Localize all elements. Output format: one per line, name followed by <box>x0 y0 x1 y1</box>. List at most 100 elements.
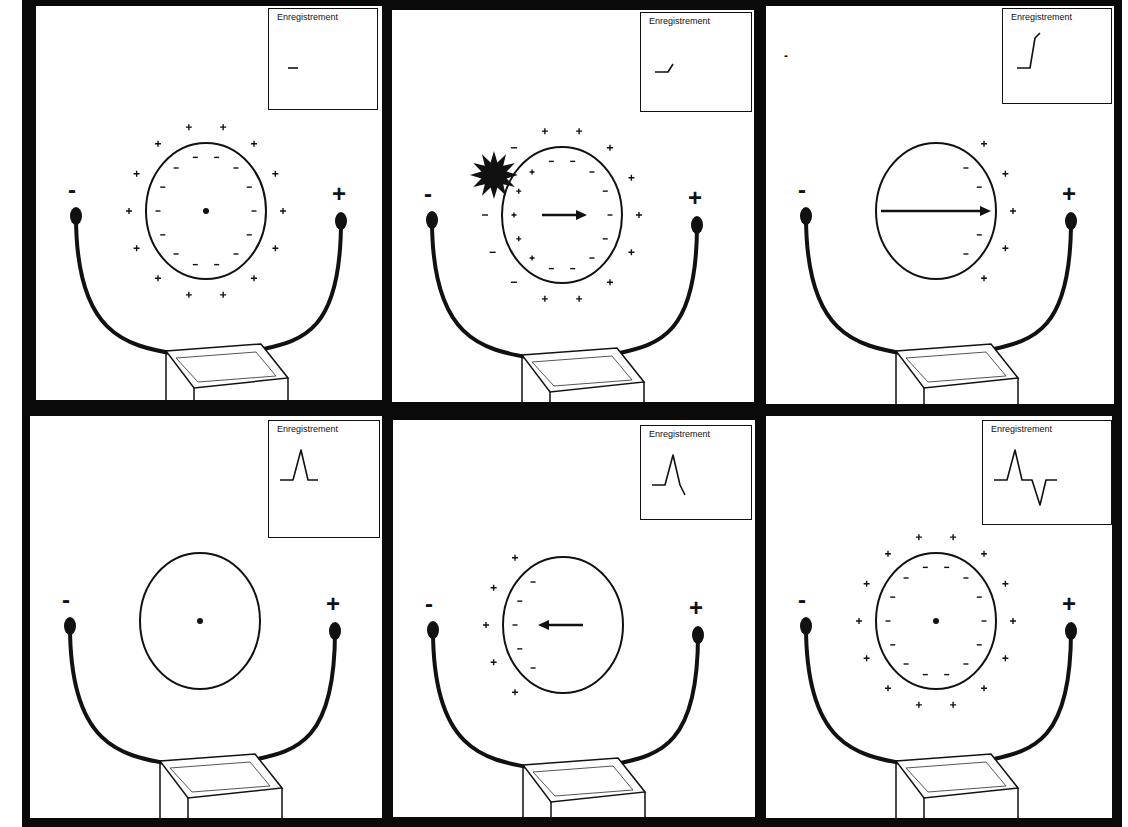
positive-charge <box>576 128 582 134</box>
electrode-sign: + <box>688 186 702 210</box>
negative-charge <box>156 210 161 211</box>
negative-charge <box>570 268 575 269</box>
negative-charge <box>963 253 968 254</box>
positive-charge <box>885 685 891 691</box>
positive-charge <box>628 249 634 255</box>
recorder <box>522 348 644 392</box>
recording-box: Enregistrement <box>1002 8 1112 104</box>
negative-charge <box>570 161 575 162</box>
box-title: Enregistrement <box>269 9 377 22</box>
electrode <box>691 216 703 234</box>
negative-charge <box>531 581 536 582</box>
negative-charge <box>174 167 179 168</box>
wire <box>981 221 1071 352</box>
negative-charge <box>160 186 165 187</box>
wire <box>608 635 698 766</box>
positive-charge <box>186 292 192 298</box>
recorder-screen <box>176 352 276 382</box>
negative-charge <box>193 264 198 265</box>
negative-charge <box>963 663 968 664</box>
box-title: Enregistrement <box>983 421 1111 434</box>
cell <box>146 143 266 279</box>
positive-charge <box>981 551 987 557</box>
cell <box>140 553 260 689</box>
box-title: Enregistrement <box>641 13 751 26</box>
negative-charge <box>886 620 891 621</box>
positive-charge <box>186 124 192 130</box>
stimulus-burst <box>470 151 518 199</box>
vector-arrow <box>881 210 983 213</box>
trace-group <box>652 455 685 495</box>
positive-charge <box>950 534 956 540</box>
cell-center <box>933 618 939 624</box>
trace-group <box>655 64 673 72</box>
recording-trace <box>655 64 673 72</box>
negative-charge <box>252 210 257 211</box>
electrode-sign: + <box>689 596 703 620</box>
positive-charge <box>916 702 922 708</box>
positive-charge <box>134 171 140 177</box>
wire <box>607 225 697 356</box>
negative-charge <box>890 596 895 597</box>
positive-charge <box>1010 618 1016 624</box>
recorder-screen <box>906 352 1006 382</box>
electrode-sign: + <box>1062 182 1076 206</box>
negative-charge <box>511 282 517 283</box>
negative-charge <box>944 674 949 675</box>
arrowhead <box>980 206 991 216</box>
cell-center <box>197 618 203 624</box>
negative-charge <box>890 644 895 645</box>
electrode-sign: - <box>68 178 76 202</box>
cell <box>876 143 996 279</box>
positive-charge <box>856 618 862 624</box>
cell <box>876 553 996 689</box>
positive-charge <box>272 245 278 251</box>
recorder-screen <box>170 762 270 792</box>
electrode <box>426 211 438 229</box>
negative-charge <box>247 186 252 187</box>
positive-charge <box>981 141 987 147</box>
recorder <box>523 758 645 802</box>
recorder-body <box>896 761 1018 818</box>
recorder-body <box>160 761 282 818</box>
box-title: Enregistrement <box>1003 9 1111 22</box>
electrode-sign: - <box>424 182 432 206</box>
positive-charge <box>1002 581 1008 587</box>
positive-charge <box>864 581 870 587</box>
panel <box>766 6 1114 404</box>
electrode <box>800 207 812 225</box>
negative-charge <box>963 167 968 168</box>
negative-charge <box>589 171 594 172</box>
cell <box>503 557 623 693</box>
negative-charge <box>517 648 522 649</box>
positive-charge <box>628 175 634 181</box>
positive-charge <box>950 702 956 708</box>
negative-charge <box>517 600 522 601</box>
positive-charge <box>512 689 518 695</box>
electrode <box>64 617 76 635</box>
recording-trace <box>288 67 298 69</box>
positive-charge <box>220 124 226 130</box>
recording-trace <box>280 450 318 480</box>
positive-charge <box>512 555 518 561</box>
arrowhead <box>576 210 587 220</box>
electrode-sign: - <box>784 50 788 62</box>
electrode-sign: - <box>62 588 70 612</box>
negative-charge <box>193 157 198 158</box>
negative-charge <box>904 577 909 578</box>
box-title: Enregistrement <box>269 421 379 434</box>
recorder-body <box>522 355 644 402</box>
positive-charge <box>251 141 257 147</box>
recorder <box>896 344 1018 388</box>
positive-charge <box>251 275 257 281</box>
positive-charge <box>636 212 642 218</box>
negative-charge <box>214 264 219 265</box>
negative-charge <box>233 167 238 168</box>
positive-charge <box>516 189 521 194</box>
negative-charge <box>549 161 554 162</box>
electrode-sign: + <box>1062 592 1076 616</box>
positive-charge <box>1002 171 1008 177</box>
recording-box: Enregistrement <box>982 420 1112 525</box>
recorder-body <box>523 765 645 817</box>
positive-charge <box>126 208 132 214</box>
